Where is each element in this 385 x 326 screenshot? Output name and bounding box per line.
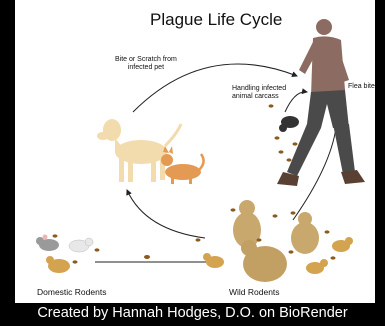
- label-bite-or-scratch: Bite or Scratch from infected pet: [115, 56, 177, 72]
- wild-rodent-5: [306, 259, 328, 274]
- wild-rodent-2: [291, 212, 319, 254]
- label-bite-line1: Bite or Scratch from: [115, 56, 177, 64]
- wild-rodent-6: [332, 237, 353, 252]
- credit-line: Created by Hannah Hodges, D.O. on BioRen…: [0, 305, 385, 321]
- label-handling-line1: Handling infected: [232, 85, 286, 93]
- label-domestic-rodents: Domestic Rodents: [37, 288, 106, 298]
- human-figure: [299, 19, 349, 96]
- label-flea-bite: Flea bite: [348, 83, 375, 91]
- plague-cycle-illustration: [15, 0, 375, 303]
- diagram-panel: Plague Life Cycle Bite or Scratch from i…: [15, 0, 375, 303]
- wild-rodent-4: [203, 253, 224, 268]
- domestic-rodent-white: [69, 238, 93, 252]
- label-handling-carcass: Handling infected animal carcass: [232, 85, 286, 101]
- wild-rodent-3: [241, 240, 287, 282]
- human-pants: [287, 90, 355, 176]
- label-bite-line2: infected pet: [115, 64, 177, 72]
- cat-figure: [161, 146, 204, 184]
- label-handling-line2: animal carcass: [232, 93, 286, 101]
- label-wild-rodents: Wild Rodents: [229, 288, 280, 298]
- arrow-wild-to-pets: [127, 190, 205, 238]
- arrow-carcass-to-human: [285, 92, 307, 112]
- diagram-title: Plague Life Cycle: [150, 10, 282, 30]
- animal-carcass: [279, 116, 299, 132]
- domestic-rodent-tan: [46, 256, 70, 273]
